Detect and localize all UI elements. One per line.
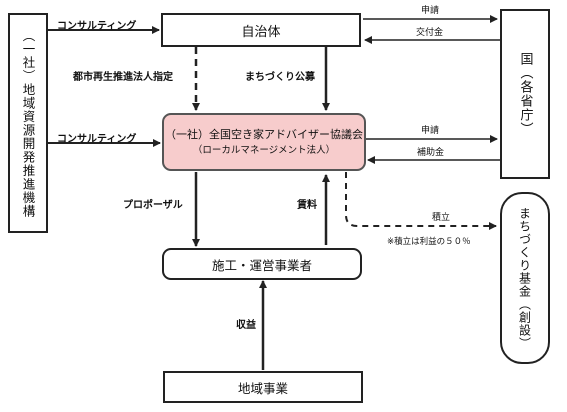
label-public-offering: まちづくり公募 [245,72,315,83]
operator-box: 施工・運営事業者 [162,248,362,280]
label-proposal: プロポーザル [123,200,183,211]
label-consulting-mid: コンサルティング [57,134,137,145]
association-sub-label: （ローカルマネージメント法人） [192,145,336,157]
label-application-top: 申請 [421,6,440,16]
label-reserve-note: ※積立は利益の５０％ [387,237,471,247]
local-business-label: 地域事業 [237,380,288,396]
label-grant-top: 交付金 [416,28,444,38]
local-business-box: 地域事業 [163,371,363,403]
label-revenue: 収益 [236,320,256,331]
fund-box: まちづくり基金（創設） [500,192,550,364]
left-org-box: （一社）地域資源開発推進機構 [8,13,48,233]
country-box: 国（各省庁） [500,9,550,179]
left-org-label: （一社）地域資源開発推進機構 [20,28,36,218]
municipality-box: 自治体 [161,13,361,47]
association-box: （一社）全国空き家アドバイザー協議会 （ローカルマネージメント法人） [162,113,366,171]
country-label: 国（各省庁） [517,52,533,136]
operator-label: 施工・運営事業者 [211,257,312,273]
fund-label: まちづくり基金（創設） [517,206,532,350]
label-designation: 都市再生推進法人指定 [73,72,173,83]
label-consulting-top: コンサルティング [57,21,137,32]
label-reserve: 積立 [432,213,451,223]
label-subsidy: 補助金 [417,148,445,158]
label-materials: 賃料 [297,200,317,211]
arrow-reserve [345,172,497,230]
association-label: （一社）全国空き家アドバイザー協議会 [165,127,363,141]
municipality-label: 自治体 [241,24,281,40]
label-application-mid: 申請 [421,126,440,136]
